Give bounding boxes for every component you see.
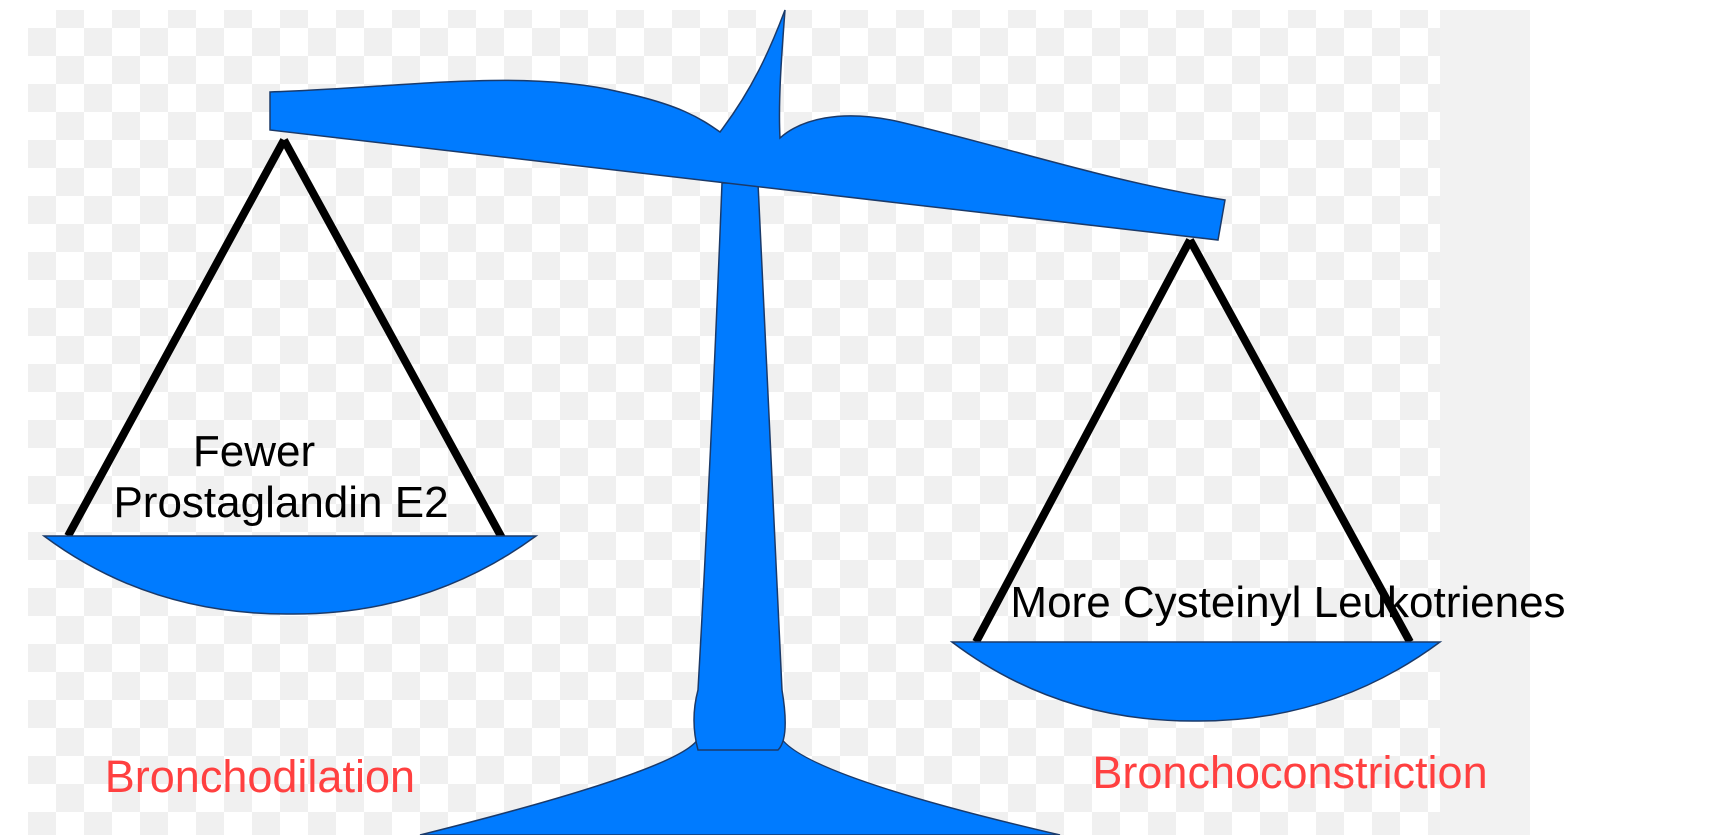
right-pan-label: More Cysteinyl Leukotrienes [1010, 578, 1565, 627]
left-pan-label-line1: Fewer [193, 427, 315, 476]
left-pan-label-line2: Prostaglandin E2 [113, 478, 448, 527]
right-outcome-label: Bronchoconstriction [1092, 747, 1487, 798]
background-edge-strip [1440, 10, 1530, 835]
left-outcome-label: Bronchodilation [105, 751, 415, 802]
